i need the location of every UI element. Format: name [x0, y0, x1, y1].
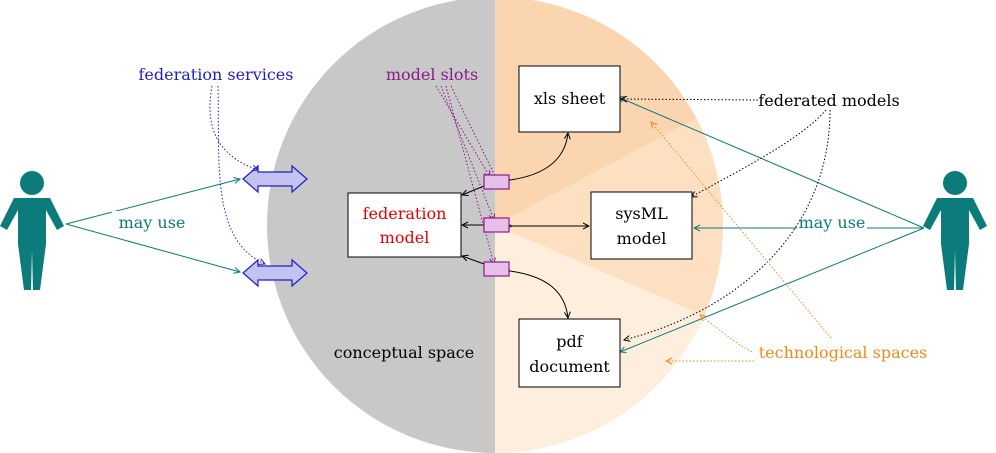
sysml-label-1: sysML [615, 204, 668, 223]
technological-spaces-label: technological spaces [759, 343, 928, 362]
left-may-use-label: may use [119, 213, 186, 232]
federated-models-label: federated models [758, 91, 899, 110]
pdf-label-1: pdf [556, 332, 583, 351]
xls-sheet-label: xls sheet [534, 89, 606, 108]
model-slot-3 [483, 261, 510, 277]
model-slots-label: model slots [386, 65, 478, 84]
xls-sheet-box: xls sheet [518, 65, 621, 133]
federation-model-box: federation model [347, 192, 462, 258]
federated-models-pointers [621, 99, 831, 340]
right-person-icon [923, 171, 987, 290]
federation-services-label: federation services [139, 65, 294, 84]
slot-connectors [462, 133, 589, 318]
federation-service-arrow-2 [242, 258, 308, 288]
right-may-use-lines [618, 97, 925, 352]
conceptual-space-label: conceptual space [334, 343, 474, 362]
sysml-model-box: sysML model [590, 191, 693, 260]
tech-spaces-pointers [651, 122, 832, 361]
right-may-use-label: may use [799, 213, 866, 232]
pdf-document-box: pdf document [518, 318, 621, 388]
left-person-icon [0, 171, 64, 290]
federation-model-label-2: model [380, 228, 430, 247]
model-slot-1 [483, 174, 510, 190]
model-slot-2 [483, 217, 510, 233]
left-may-use-lines [65, 179, 240, 272]
pdf-label-2: document [529, 357, 610, 376]
federation-model-label-1: federation [363, 204, 447, 223]
sysml-label-2: model [617, 229, 667, 248]
model-slots [483, 174, 510, 277]
model-slots-pointers [435, 85, 495, 264]
left-may-use-bg [112, 211, 192, 233]
